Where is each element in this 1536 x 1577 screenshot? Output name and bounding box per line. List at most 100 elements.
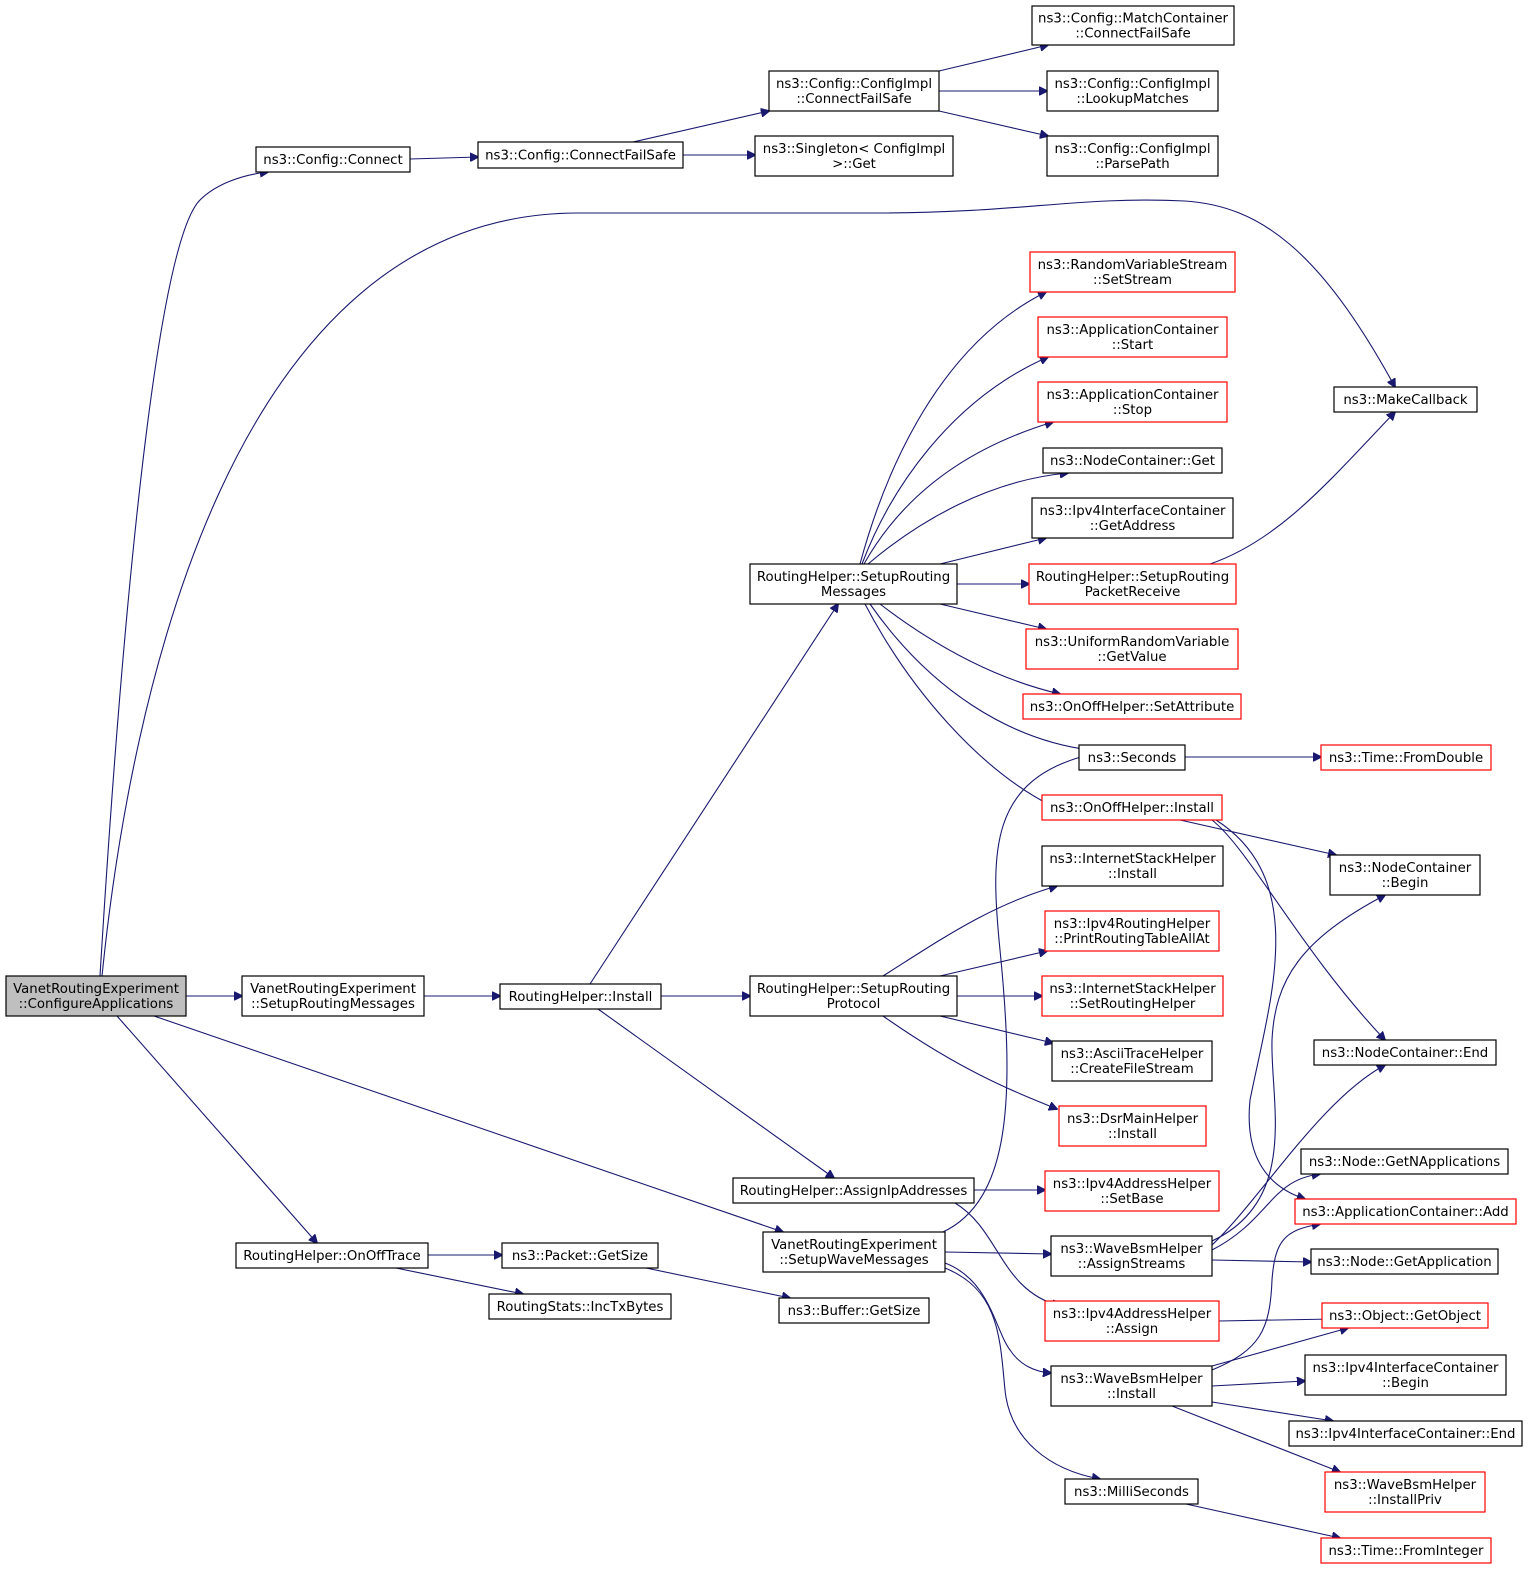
- node-urv-getvalue[interactable]: ns3::UniformRandomVariable::GetValue: [1025, 628, 1239, 670]
- node-box[interactable]: [1050, 1235, 1213, 1277]
- node-box[interactable]: [1044, 1170, 1220, 1212]
- node-make-cb[interactable]: ns3::MakeCallback: [1333, 386, 1478, 413]
- node-box[interactable]: [1050, 1365, 1213, 1407]
- node-rh-setup-msgs[interactable]: RoutingHelper::SetupRoutingMessages: [749, 563, 958, 605]
- node-wbh-installpriv[interactable]: ns3::WaveBsmHelper::InstallPriv: [1324, 1471, 1486, 1513]
- node-box[interactable]: [488, 1293, 672, 1320]
- node-box[interactable]: [1288, 1420, 1523, 1447]
- node-box[interactable]: [762, 1231, 946, 1273]
- node-box[interactable]: [1046, 135, 1219, 177]
- node-onoff-install[interactable]: ns3::OnOffHelper::Install: [1041, 794, 1223, 821]
- node-box[interactable]: [1037, 316, 1228, 358]
- node-box[interactable]: [1324, 1471, 1486, 1513]
- node-buf-getsize[interactable]: ns3::Buffer::GetSize: [778, 1297, 930, 1324]
- node-box[interactable]: [1046, 70, 1219, 112]
- node-seconds[interactable]: ns3::Seconds: [1078, 744, 1186, 771]
- node-time-fromdouble[interactable]: ns3::Time::FromDouble: [1320, 744, 1492, 771]
- node-box[interactable]: [1320, 744, 1492, 771]
- node-box[interactable]: [501, 1242, 659, 1269]
- node-ac-add[interactable]: ns3::ApplicationContainer::Add: [1294, 1198, 1517, 1225]
- node-nc-begin[interactable]: ns3::NodeContainer::Begin: [1329, 854, 1481, 896]
- node-vre-setup-msgs[interactable]: VanetRoutingExperiment::SetupRoutingMess…: [241, 975, 425, 1017]
- node-ipv4ah-assign[interactable]: ns3::Ipv4AddressHelper::Assign: [1044, 1300, 1220, 1342]
- node-box[interactable]: [754, 135, 954, 177]
- node-box[interactable]: [1321, 1302, 1489, 1329]
- node-box[interactable]: [1044, 910, 1220, 952]
- node-box[interactable]: [778, 1297, 930, 1324]
- node-box[interactable]: [1304, 1354, 1507, 1396]
- node-box[interactable]: [1042, 447, 1223, 474]
- node-cfg-cfs[interactable]: ns3::Config::ConnectFailSafe: [477, 141, 684, 169]
- node-ac-stop[interactable]: ns3::ApplicationContainer::Stop: [1037, 381, 1228, 423]
- node-box[interactable]: [499, 983, 662, 1010]
- node-cfg-connect[interactable]: ns3::Config::Connect: [255, 146, 411, 173]
- node-box[interactable]: [1041, 845, 1224, 887]
- node-obj-getobject[interactable]: ns3::Object::GetObject: [1321, 1302, 1489, 1329]
- node-parse[interactable]: ns3::Config::ConfigImpl::ParsePath: [1046, 135, 1219, 177]
- node-ipv4ic-begin[interactable]: ns3::Ipv4InterfaceContainer::Begin: [1304, 1354, 1507, 1396]
- node-pkt-getsize[interactable]: ns3::Packet::GetSize: [501, 1242, 659, 1269]
- node-box[interactable]: [1037, 381, 1228, 423]
- node-wbh-install[interactable]: ns3::WaveBsmHelper::Install: [1050, 1365, 1213, 1407]
- node-box[interactable]: [1313, 1039, 1497, 1066]
- node-ish-setrh[interactable]: ns3::InternetStackHelper::SetRoutingHelp…: [1041, 975, 1224, 1017]
- node-box[interactable]: [749, 563, 958, 605]
- node-rv-setstream[interactable]: ns3::RandomVariableStream::SetStream: [1029, 251, 1236, 293]
- node-ipv4ah-setbase[interactable]: ns3::Ipv4AddressHelper::SetBase: [1044, 1170, 1220, 1212]
- node-ipv4ic-end[interactable]: ns3::Ipv4InterfaceContainer::End: [1288, 1420, 1523, 1447]
- node-wbh-assign[interactable]: ns3::WaveBsmHelper::AssignStreams: [1050, 1235, 1213, 1277]
- node-box[interactable]: [1041, 975, 1224, 1017]
- node-box[interactable]: [768, 70, 940, 112]
- node-rh-assignip[interactable]: RoutingHelper::AssignIpAddresses: [732, 1177, 975, 1204]
- node-lookup[interactable]: ns3::Config::ConfigImpl::LookupMatches: [1046, 70, 1219, 112]
- node-box[interactable]: [1300, 1148, 1509, 1175]
- node-box[interactable]: [477, 141, 684, 169]
- node-node-getnapps[interactable]: ns3::Node::GetNApplications: [1300, 1148, 1509, 1175]
- node-box[interactable]: [1025, 628, 1239, 670]
- node-box[interactable]: [1041, 794, 1223, 821]
- node-box[interactable]: [749, 975, 958, 1017]
- node-box[interactable]: [1294, 1198, 1517, 1225]
- node-box[interactable]: [1329, 854, 1481, 896]
- node-nc-get[interactable]: ns3::NodeContainer::Get: [1042, 447, 1223, 474]
- node-dsr-install[interactable]: ns3::DsrMainHelper::Install: [1058, 1105, 1207, 1147]
- node-milliseconds[interactable]: ns3::MilliSeconds: [1064, 1478, 1199, 1505]
- node-box[interactable]: [1031, 497, 1234, 539]
- node-box[interactable]: [1051, 1040, 1213, 1082]
- node-box[interactable]: [1333, 386, 1478, 413]
- node-box[interactable]: [1058, 1105, 1207, 1147]
- node-box[interactable]: [1029, 251, 1236, 293]
- node-ipv4rh-print[interactable]: ns3::Ipv4RoutingHelper::PrintRoutingTabl…: [1044, 910, 1220, 952]
- node-impl-cfs[interactable]: ns3::Config::ConfigImpl::ConnectFailSafe: [768, 70, 940, 112]
- node-box[interactable]: [255, 146, 411, 173]
- node-node-getapp[interactable]: ns3::Node::GetApplication: [1310, 1248, 1499, 1275]
- node-box[interactable]: [1064, 1478, 1199, 1505]
- node-root[interactable]: VanetRoutingExperiment::ConfigureApplica…: [5, 975, 187, 1017]
- node-vre-setup-wave[interactable]: VanetRoutingExperiment::SetupWaveMessage…: [762, 1231, 946, 1273]
- node-box[interactable]: [241, 975, 425, 1017]
- node-box[interactable]: [235, 1242, 429, 1269]
- node-singleton-get[interactable]: ns3::Singleton< ConfigImpl>::Get: [754, 135, 954, 177]
- node-match-cfs[interactable]: ns3::Config::MatchContainer::ConnectFail…: [1031, 5, 1235, 46]
- node-box[interactable]: [1031, 5, 1235, 46]
- node-ish-install[interactable]: ns3::InternetStackHelper::Install: [1041, 845, 1224, 887]
- node-ipv4ic-getaddr[interactable]: ns3::Ipv4InterfaceContainer::GetAddress: [1031, 497, 1234, 539]
- node-rs-inctx[interactable]: RoutingStats::IncTxBytes: [488, 1293, 672, 1320]
- node-box[interactable]: [1078, 744, 1186, 771]
- node-box[interactable]: [5, 975, 187, 1017]
- node-nc-end[interactable]: ns3::NodeContainer::End: [1313, 1039, 1497, 1066]
- node-box[interactable]: [1320, 1537, 1492, 1564]
- node-box[interactable]: [732, 1177, 975, 1204]
- node-time-frominteger[interactable]: ns3::Time::FromInteger: [1320, 1537, 1492, 1564]
- node-rh-onofftrace[interactable]: RoutingHelper::OnOffTrace: [235, 1242, 429, 1269]
- node-ac-start[interactable]: ns3::ApplicationContainer::Start: [1037, 316, 1228, 358]
- node-ath-create[interactable]: ns3::AsciiTraceHelper::CreateFileStream: [1051, 1040, 1213, 1082]
- node-onoff-setattr[interactable]: ns3::OnOffHelper::SetAttribute: [1022, 693, 1242, 720]
- node-box[interactable]: [1028, 563, 1237, 605]
- node-box[interactable]: [1310, 1248, 1499, 1275]
- node-rh-install[interactable]: RoutingHelper::Install: [499, 983, 662, 1010]
- node-box[interactable]: [1022, 693, 1242, 720]
- node-box[interactable]: [1044, 1300, 1220, 1342]
